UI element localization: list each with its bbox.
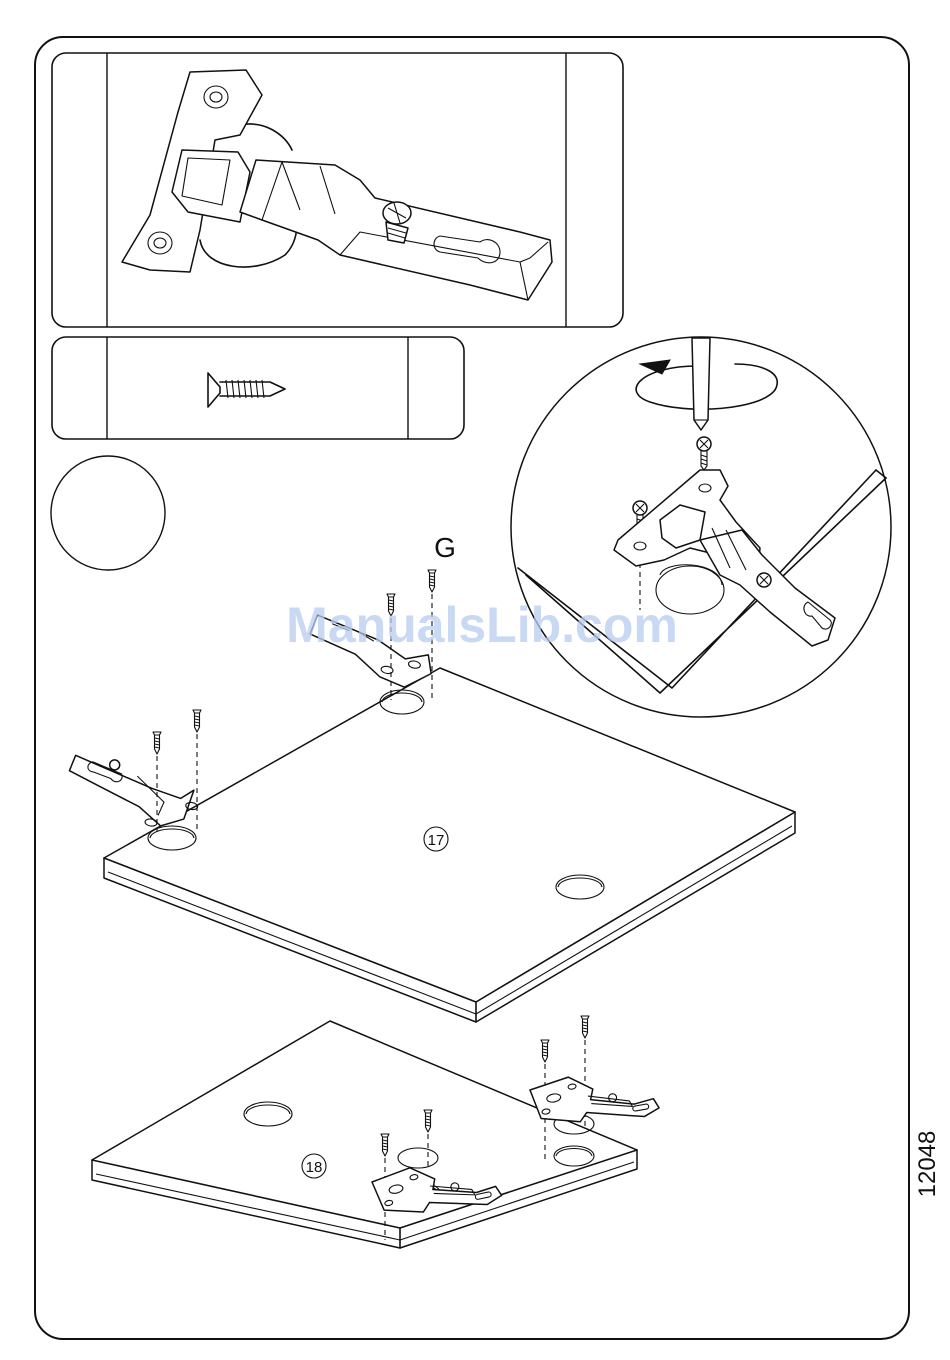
detail-magnifier: [511, 337, 891, 717]
panel-17-label: 17: [428, 832, 445, 849]
panel-18: 18: [92, 1021, 637, 1248]
document-number: 12048: [914, 1131, 941, 1198]
step-letter: G: [434, 532, 456, 563]
watermark: ManualsLib.com: [286, 597, 678, 653]
screwdriver-icon: [692, 338, 710, 430]
panel-17: 17: [104, 668, 795, 1022]
screw-part-box: [52, 337, 464, 439]
hinge-part-box: [52, 53, 623, 327]
panel-18-label: 18: [306, 1159, 323, 1176]
quantity-circle: [51, 456, 165, 570]
hinge-17-left: [63, 710, 202, 832]
